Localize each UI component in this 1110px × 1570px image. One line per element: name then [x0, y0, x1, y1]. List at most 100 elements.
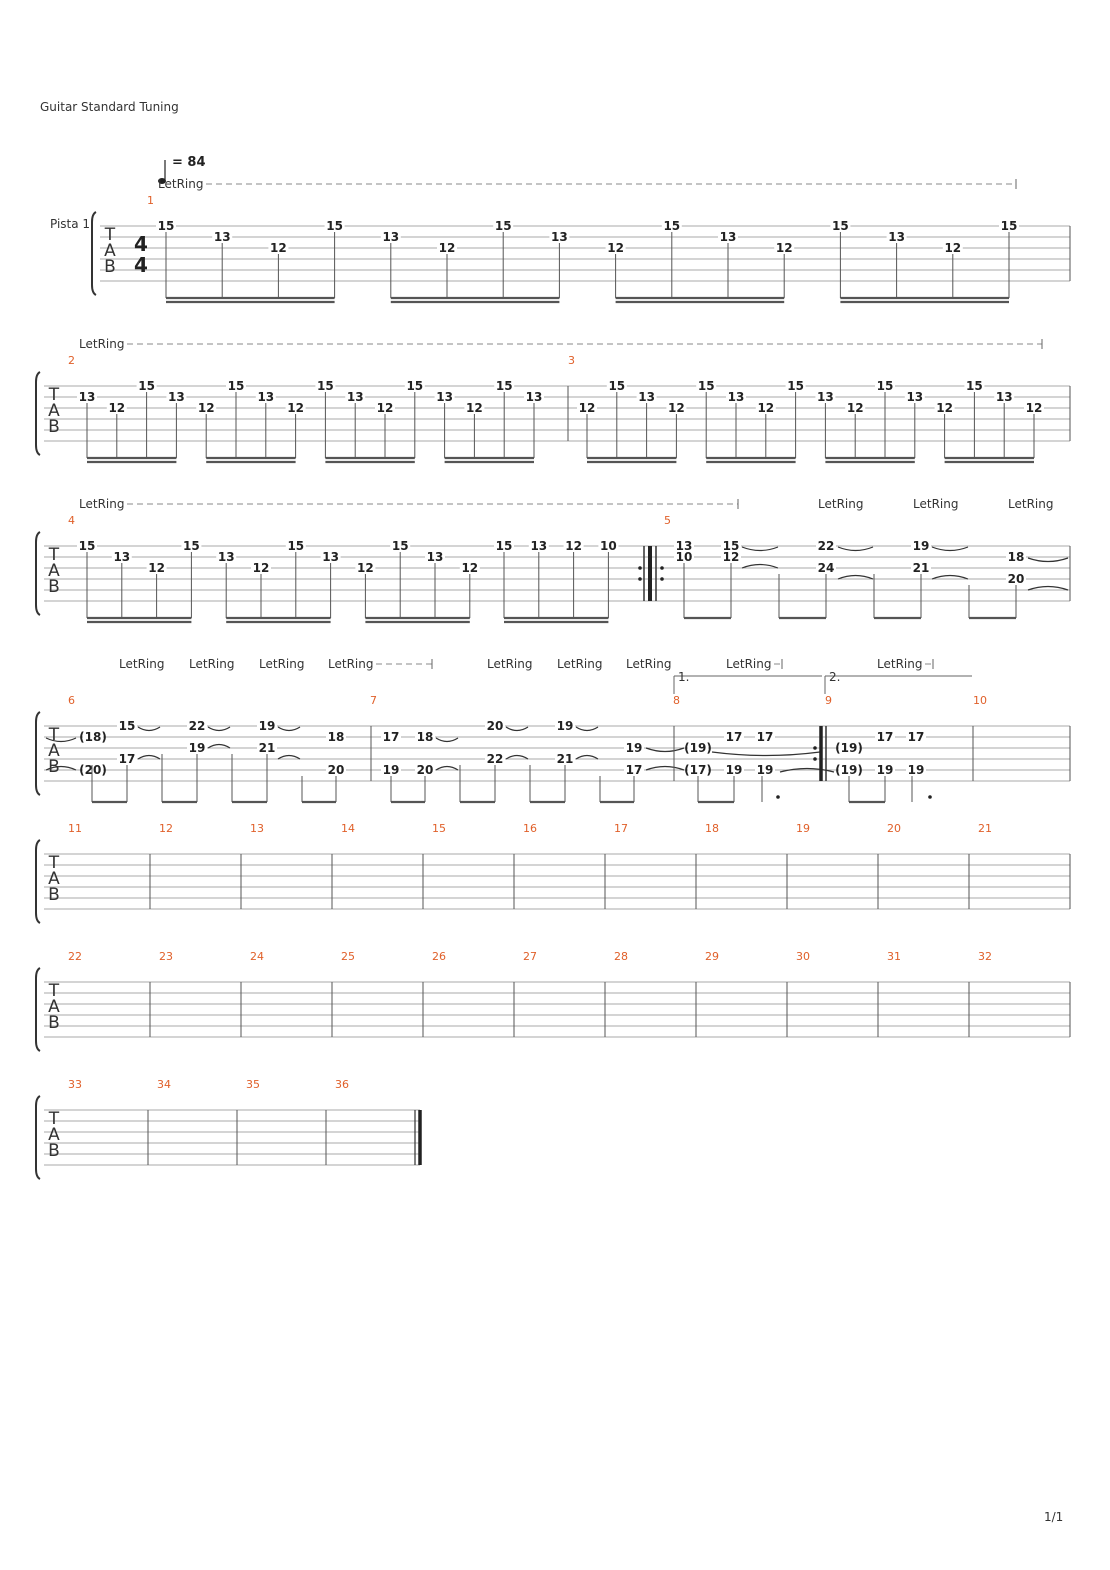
fret-number: 17 — [119, 752, 136, 766]
fret-bg — [934, 403, 955, 413]
tie-arc — [505, 754, 529, 760]
fret-bg — [886, 232, 907, 242]
measure-number: 14 — [341, 822, 355, 835]
fret-number: 15 — [496, 379, 513, 393]
fret-bg — [494, 541, 514, 551]
fret-number: 13 — [427, 550, 444, 564]
fret-number: 15 — [183, 539, 200, 553]
fret-number: 15 — [877, 379, 894, 393]
tie-arc — [435, 765, 459, 771]
fret-number: 12 — [757, 401, 774, 415]
fret-bg — [494, 381, 515, 391]
tie-arc — [931, 546, 969, 552]
fret-number: 15 — [287, 539, 304, 553]
fret-number: 15 — [158, 219, 175, 233]
fret-number: 15 — [79, 539, 96, 553]
let-ring-label: LetRing — [626, 657, 671, 671]
tie-arc — [575, 754, 599, 760]
let-ring-label: LetRing — [726, 657, 771, 671]
fret-number: 12 — [723, 550, 740, 564]
fret-number: 12 — [253, 561, 270, 575]
fret-bg — [942, 243, 963, 253]
fret-bg — [721, 541, 741, 551]
fret-number: 15 — [723, 539, 740, 553]
fret-bg — [524, 392, 544, 402]
fret-bg — [555, 754, 575, 764]
tie-arc — [645, 765, 685, 771]
fret-bg — [755, 403, 776, 413]
let-ring-label: LetRing — [877, 657, 922, 671]
tie-arc — [137, 754, 161, 760]
measure-number: 26 — [432, 950, 446, 963]
tie-arc — [207, 726, 231, 732]
tempo-marking: = 84 — [158, 155, 206, 170]
fret-bg — [816, 563, 836, 573]
tie-arc — [1027, 585, 1069, 591]
tie-arc — [575, 726, 599, 732]
fret-number: 22 — [189, 719, 206, 733]
tie-arc — [277, 754, 301, 760]
fret-bg — [315, 381, 336, 391]
let-ring-label: LetRing — [158, 177, 203, 191]
measure-number: 7 — [370, 694, 377, 707]
measure-number: 25 — [341, 950, 355, 963]
page-number: 1/1 — [1044, 1510, 1064, 1524]
staff-6-tab-letter: A — [48, 997, 60, 1017]
fret-number: 12 — [776, 241, 793, 255]
fret-bg — [845, 403, 866, 413]
staff-5-bracket — [35, 839, 41, 924]
staff-7-tab-letter: T — [48, 1109, 60, 1129]
fret-number: 19 — [908, 763, 925, 777]
fret-bg — [724, 765, 744, 775]
fret-number: 15 — [326, 219, 343, 233]
fret-bg — [493, 221, 514, 231]
fret-number: 13 — [257, 390, 274, 404]
fret-bg — [528, 541, 549, 551]
fret-bg — [320, 552, 341, 562]
measure-number: 21 — [978, 822, 992, 835]
fret-number: 19 — [259, 719, 276, 733]
measure-number: 27 — [523, 950, 537, 963]
fret-number: 15 — [392, 539, 409, 553]
fret-bg — [906, 732, 926, 742]
fret-bg — [166, 392, 187, 402]
fret-number: 19 — [557, 719, 574, 733]
fret-bg — [721, 552, 741, 562]
staff-2-tab-letter: B — [48, 417, 60, 437]
staff-5-tab-letter: A — [48, 869, 60, 889]
fret-bg — [816, 541, 836, 551]
fret-number: 20 — [487, 719, 504, 733]
staff-2-tab-letter: A — [48, 401, 60, 421]
fret-bg — [911, 541, 931, 551]
measure-number: 22 — [68, 950, 82, 963]
repeat-dot — [638, 577, 642, 581]
fret-bg — [830, 221, 851, 231]
fret-bg — [77, 392, 97, 402]
measure-number: 23 — [159, 950, 173, 963]
fret-bg — [785, 381, 806, 391]
fret-bg — [999, 221, 1019, 231]
fret-number: 24 — [818, 561, 835, 575]
measure-number: 2 — [68, 354, 75, 367]
fret-number: 13 — [526, 390, 543, 404]
fret-bg — [404, 381, 425, 391]
fret-bg — [577, 403, 597, 413]
fret-bg — [425, 552, 445, 562]
fret-number: 13 — [676, 539, 693, 553]
tie-arc — [277, 726, 301, 732]
tie-arc — [207, 743, 231, 749]
fret-bg — [839, 765, 859, 775]
tie-arc — [435, 737, 459, 743]
fret-bg — [555, 721, 575, 731]
fret-bg — [345, 392, 366, 402]
fret-number: 17 — [726, 730, 743, 744]
staff-6-bracket — [35, 967, 41, 1052]
fret-number: 13 — [214, 230, 231, 244]
tie-arc — [741, 563, 779, 569]
fret-bg — [875, 732, 895, 742]
fret-bg — [661, 221, 682, 231]
measure-number: 17 — [614, 822, 628, 835]
tie-arc — [505, 726, 529, 732]
staff-7-tab-letter: B — [48, 1141, 60, 1161]
fret-bg — [255, 392, 276, 402]
